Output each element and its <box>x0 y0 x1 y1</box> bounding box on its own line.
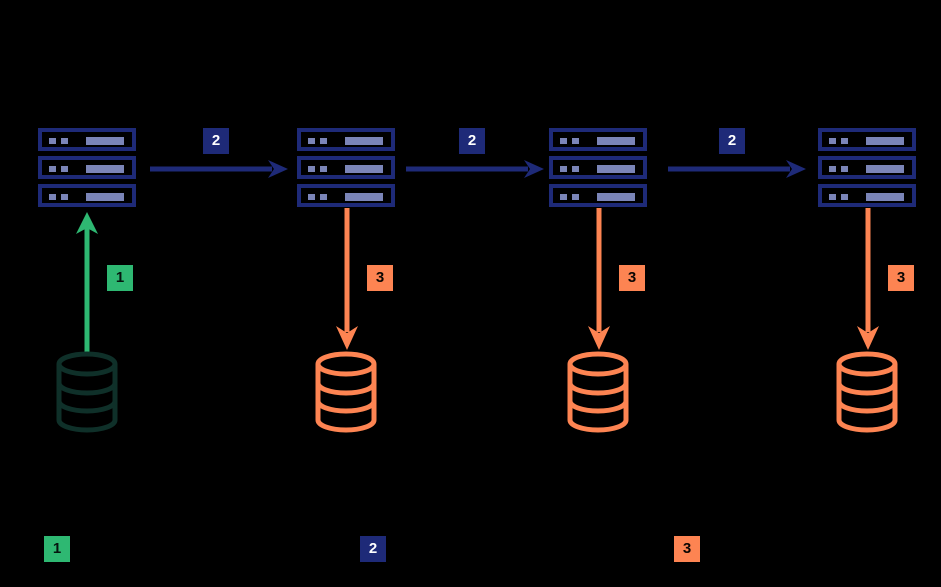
badge-step-2-forward-2: 2 <box>459 128 485 154</box>
forward-arrow-3-icon <box>668 160 808 178</box>
server-led-icon <box>49 138 56 144</box>
forward-arrow-2-icon <box>406 160 546 178</box>
server-led-icon <box>829 166 836 172</box>
read-arrow-icon <box>76 212 98 352</box>
server-led-icon <box>841 166 848 172</box>
legend-step-2-swatch: 2 <box>360 536 386 562</box>
server-slot-icon <box>597 193 635 201</box>
server-led-icon <box>829 194 836 200</box>
server-led-icon <box>61 166 68 172</box>
badge-step-1-read: 1 <box>107 265 133 291</box>
server-led-icon <box>320 138 327 144</box>
server-led-icon <box>560 166 567 172</box>
write-arrow-3-icon <box>857 208 879 350</box>
badge-step-3-write-2: 3 <box>619 265 645 291</box>
server-unit <box>818 128 916 151</box>
source-database-icon[interactable] <box>56 351 118 433</box>
server-led-icon <box>572 194 579 200</box>
server-slot-icon <box>86 137 124 145</box>
server-led-icon <box>572 166 579 172</box>
server-unit <box>297 184 395 207</box>
server-stack-4[interactable] <box>818 128 916 207</box>
server-led-icon <box>841 138 848 144</box>
legend-step-2: 2 <box>360 536 396 562</box>
server-led-icon <box>560 194 567 200</box>
server-slot-icon <box>345 165 383 173</box>
server-slot-icon <box>597 137 635 145</box>
legend-step-3-swatch: 3 <box>674 536 700 562</box>
badge-step-2-forward-1: 2 <box>203 128 229 154</box>
server-slot-icon <box>345 137 383 145</box>
server-unit <box>549 128 647 151</box>
server-led-icon <box>49 194 56 200</box>
server-slot-icon <box>345 193 383 201</box>
server-led-icon <box>308 166 315 172</box>
server-unit <box>38 128 136 151</box>
server-led-icon <box>308 138 315 144</box>
server-led-icon <box>49 166 56 172</box>
replica-database-1-icon[interactable] <box>315 351 377 433</box>
server-unit <box>38 184 136 207</box>
server-led-icon <box>61 138 68 144</box>
server-unit <box>297 156 395 179</box>
server-led-icon <box>560 138 567 144</box>
server-led-icon <box>572 138 579 144</box>
server-led-icon <box>841 194 848 200</box>
server-led-icon <box>829 138 836 144</box>
server-unit <box>297 128 395 151</box>
forward-arrow-1-icon <box>150 160 290 178</box>
server-unit <box>549 156 647 179</box>
replica-database-3-icon[interactable] <box>836 351 898 433</box>
server-led-icon <box>61 194 68 200</box>
server-unit <box>549 184 647 207</box>
server-unit <box>818 184 916 207</box>
badge-step-2-forward-3: 2 <box>719 128 745 154</box>
server-unit <box>818 156 916 179</box>
server-slot-icon <box>597 165 635 173</box>
server-slot-icon <box>86 165 124 173</box>
write-arrow-2-icon <box>588 208 610 350</box>
server-slot-icon <box>86 193 124 201</box>
server-stack-2[interactable] <box>297 128 395 207</box>
legend-step-3: 3 <box>674 536 710 562</box>
server-led-icon <box>320 166 327 172</box>
server-slot-icon <box>866 165 904 173</box>
replica-database-2-icon[interactable] <box>567 351 629 433</box>
server-unit <box>38 156 136 179</box>
badge-step-3-write-1: 3 <box>367 265 393 291</box>
write-arrow-1-icon <box>336 208 358 350</box>
server-stack-1[interactable] <box>38 128 136 207</box>
server-led-icon <box>320 194 327 200</box>
legend-step-1: 1 <box>44 536 80 562</box>
server-slot-icon <box>866 193 904 201</box>
badge-step-3-write-3: 3 <box>888 265 914 291</box>
server-stack-3[interactable] <box>549 128 647 207</box>
server-slot-icon <box>866 137 904 145</box>
server-led-icon <box>308 194 315 200</box>
legend-step-1-swatch: 1 <box>44 536 70 562</box>
